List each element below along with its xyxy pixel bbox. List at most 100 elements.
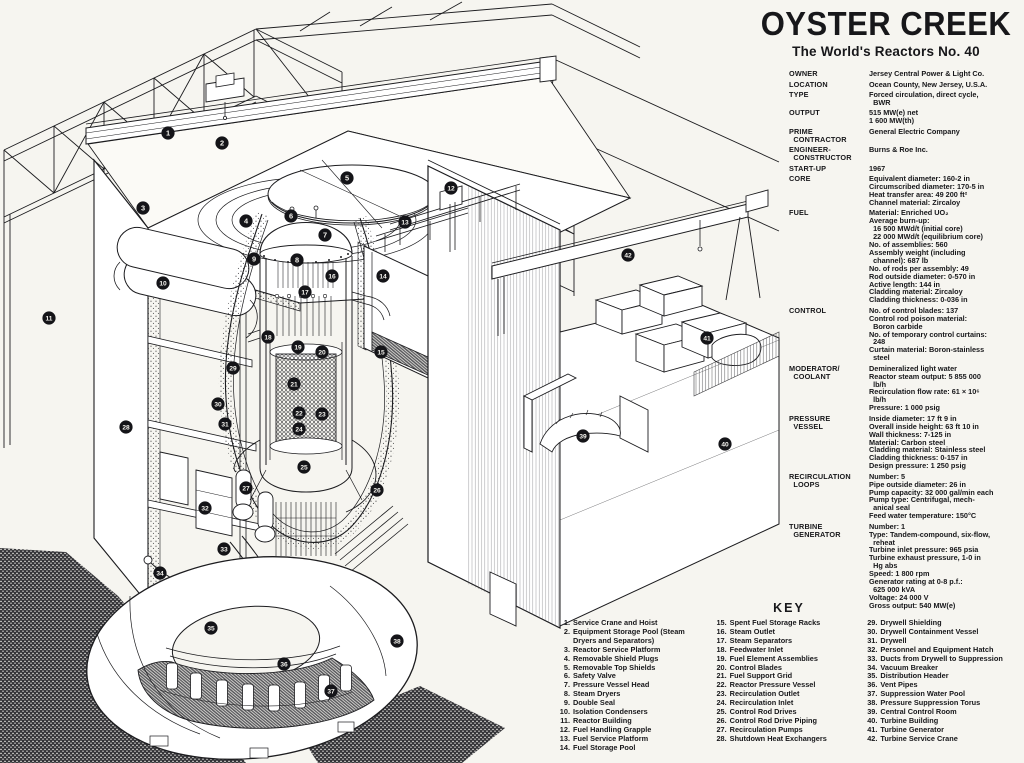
key-item-text: Recirculation Inlet bbox=[729, 698, 794, 708]
key-item-text: Turbine Building bbox=[880, 715, 939, 725]
callout-31 bbox=[218, 417, 232, 431]
key-item-number: 32. bbox=[867, 644, 878, 654]
spec-label: ENGINEER- CONSTRUCTOR bbox=[789, 145, 852, 163]
recirculation-pumps bbox=[232, 469, 276, 543]
spec-label: CORE bbox=[789, 174, 811, 184]
key-item: 2.Equipment Storage Pool (Steam Dryers a… bbox=[556, 626, 705, 646]
spec-value: Ocean County, New Jersey, U.S.A. bbox=[869, 79, 988, 89]
key-item-number: 26. bbox=[716, 715, 727, 725]
key-item: 28.Shutdown Heat Exchangers bbox=[713, 733, 856, 744]
key-item-text: Fuel Handling Grapple bbox=[573, 724, 652, 734]
callout-20-label: 20 bbox=[318, 350, 326, 357]
callout-5-label: 5 bbox=[345, 174, 349, 183]
key-item: 16.Steam Outlet bbox=[713, 626, 856, 637]
callout-35 bbox=[204, 621, 218, 635]
key-item: 30.Drywell Containment Vessel bbox=[863, 626, 1022, 637]
key-item-text: Vent Pipes bbox=[880, 680, 918, 690]
key-item-number: 36. bbox=[867, 680, 878, 690]
callout-40 bbox=[718, 437, 732, 451]
key-item-number: 27. bbox=[716, 724, 727, 734]
key-item: 19.Fuel Element Assemblies bbox=[713, 654, 856, 664]
key-item: 33.Ducts from Drywell to Suppression bbox=[863, 653, 1022, 664]
key-item: 31.Drywell bbox=[863, 635, 1022, 646]
key-item-text: Equipment Storage Pool (Steam Dryers and… bbox=[573, 626, 685, 645]
key-item-number: 16. bbox=[716, 626, 727, 636]
spec-label: START-UP bbox=[789, 163, 827, 173]
key-item: 42.Turbine Service Crane bbox=[863, 734, 1022, 744]
spec-label: OUTPUT bbox=[789, 108, 820, 118]
key-item: 5.Removable Top Shields bbox=[556, 662, 705, 673]
key-item-text: Control Blades bbox=[729, 662, 782, 672]
key-item-number: 14. bbox=[559, 742, 570, 752]
key-item: 11.Reactor Building bbox=[556, 716, 705, 726]
key-item: 17.Steam Separators bbox=[713, 636, 856, 646]
key-item-number: 15. bbox=[716, 618, 727, 627]
callout-10 bbox=[156, 276, 170, 290]
callout-28 bbox=[119, 420, 133, 434]
wall-door bbox=[489, 571, 517, 627]
key-item-text: Shutdown Heat Exchangers bbox=[729, 733, 827, 743]
callout-19-label: 19 bbox=[294, 345, 302, 352]
key-item-text: Distribution Header bbox=[880, 671, 949, 681]
spec-value: No. of control blades: 137 Control rod p… bbox=[869, 305, 987, 363]
key-item-number: 33. bbox=[867, 653, 878, 663]
key-item-text: Reactor Service Platform bbox=[573, 644, 661, 654]
callout-1-label: 1 bbox=[166, 129, 170, 138]
key-item: 10.Isolation Condensers bbox=[556, 707, 705, 717]
callout-8-label: 8 bbox=[295, 256, 299, 265]
spec-label: OWNER bbox=[789, 69, 818, 78]
callout-9 bbox=[247, 252, 261, 266]
key-item-text: Safety Valve bbox=[573, 671, 616, 681]
page-subtitle: The World's Reactors No. 40 bbox=[792, 44, 980, 59]
key-item-text: Drywell bbox=[880, 635, 907, 645]
callout-24 bbox=[292, 422, 306, 436]
callout-2 bbox=[215, 136, 229, 150]
callout-16-label: 16 bbox=[328, 274, 336, 281]
key-item-number: 38. bbox=[867, 698, 878, 708]
callout-15-label: 15 bbox=[377, 350, 385, 357]
callout-37-label: 37 bbox=[327, 689, 335, 696]
callout-21 bbox=[287, 377, 301, 391]
key-item-number: 5. bbox=[563, 662, 570, 672]
callout-3-label: 3 bbox=[141, 204, 145, 213]
spec-value: Inside diameter: 17 ft 9 in Overall insi… bbox=[869, 413, 986, 471]
callout-11-label: 11 bbox=[46, 316, 53, 323]
key-item-number: 9. bbox=[563, 698, 570, 708]
key-item-text: Feedwater Inlet bbox=[729, 644, 784, 654]
callout-26 bbox=[370, 483, 384, 497]
key-item-text: Drywell Containment Vessel bbox=[880, 626, 979, 636]
callout-20 bbox=[315, 345, 329, 359]
spec-row: START-UP 1967 bbox=[789, 163, 1022, 173]
key-item-number: 31. bbox=[867, 635, 878, 645]
key-item-text: Turbine Generator bbox=[880, 724, 944, 734]
callout-32-label: 32 bbox=[201, 506, 209, 513]
callout-27-label: 27 bbox=[242, 486, 250, 493]
key-item-text: Vacuum Breaker bbox=[880, 662, 938, 672]
key-item-text: Ducts from Drywell to Suppression bbox=[880, 653, 1003, 663]
spec-label: MODERATOR/ COOLANT bbox=[789, 363, 840, 381]
spec-value: Demineralized light water Reactor steam … bbox=[869, 363, 981, 413]
callout-26-label: 26 bbox=[373, 488, 381, 495]
spec-value: 1967 bbox=[869, 163, 886, 173]
key-item-text: Removable Shield Plugs bbox=[573, 653, 659, 663]
callout-10-label: 10 bbox=[159, 281, 167, 288]
key-item-number: 30. bbox=[867, 626, 878, 636]
callout-13 bbox=[398, 215, 412, 229]
key-item: 12.Fuel Handling Grapple bbox=[556, 724, 705, 735]
suppression-water-line bbox=[159, 689, 353, 707]
key-item-text: Drywell Shielding bbox=[880, 618, 942, 627]
callout-41-label: 41 bbox=[703, 336, 711, 343]
key-item-number: 35. bbox=[867, 671, 878, 681]
key-item: 15.Spent Fuel Storage Racks bbox=[713, 618, 856, 628]
condenser-grille bbox=[693, 331, 780, 397]
key-item-number: 7. bbox=[563, 680, 570, 690]
key-item: 38.Pressure Suppression Torus bbox=[863, 698, 1022, 708]
key-item: 39.Central Control Room bbox=[863, 707, 1022, 717]
